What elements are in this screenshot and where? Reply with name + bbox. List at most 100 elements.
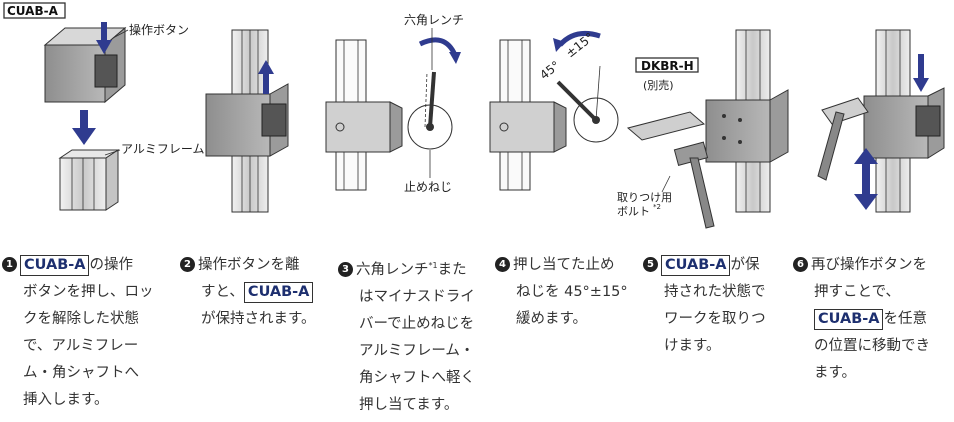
angle-label-a: 45° <box>537 58 562 82</box>
step-text: ワークを取りつ <box>664 311 766 327</box>
step-text: 押すことで、 <box>814 284 900 300</box>
step-text: また <box>437 261 467 278</box>
step-text: 六角レンチ <box>356 261 429 278</box>
procedure-illustrations: CUAB-A 操作ボタン アルミフレーム <box>3 2 945 229</box>
step-line: 緩めます。 <box>495 306 628 333</box>
release-arrow <box>258 60 274 74</box>
step-line: 押し当てます。 <box>338 392 475 419</box>
step-line: ボタンを押し、ロッ <box>2 279 154 306</box>
step-number-badge: 6 <box>793 257 808 272</box>
mount-bolt-label-2: ボルト <box>617 205 650 218</box>
accessory-note: (別売) <box>643 79 674 92</box>
move-arrow-up <box>854 148 878 164</box>
step-line: ます。 <box>793 360 930 387</box>
step-line: クを解除した状態 <box>2 306 154 333</box>
step-text: が保持されます。 <box>201 311 316 327</box>
rotate-arrow <box>418 37 458 57</box>
step-text: で、アルミフレー <box>23 338 139 354</box>
panel-3-set-screw: 六角レンチ 止めねじ <box>325 13 464 194</box>
model-label: CUAB-A <box>7 4 59 18</box>
push-arrow <box>913 78 929 92</box>
step-text: 押し当てた止め <box>513 257 615 273</box>
step-text: の位置に移動でき <box>814 338 930 354</box>
step-text: 操作ボタンを離 <box>198 257 300 273</box>
operation-button <box>261 103 287 137</box>
model-name-box: CUAB-A <box>661 255 731 276</box>
step-text: 緩めます。 <box>516 311 588 327</box>
insert-arrow <box>72 128 96 145</box>
model-name-box: CUAB-A <box>20 255 90 276</box>
step-text: の操作 <box>89 257 133 273</box>
step-number-badge: 3 <box>338 261 353 277</box>
step-line: の位置に移動でき <box>793 333 930 360</box>
step-text: を任意 <box>883 311 927 327</box>
step-line: ねじを 45°±15° <box>495 279 628 306</box>
step-text: ボタンを押し、ロッ <box>23 284 154 300</box>
step-line: ム・角シャフトへ <box>2 360 154 387</box>
step-line: ワークを取りつ <box>643 306 766 333</box>
push-arrow <box>96 40 112 54</box>
step-text: ム・角シャフトへ <box>23 365 139 381</box>
accessory-label-box <box>635 57 699 73</box>
step-line: すと、CUAB-A <box>180 279 316 306</box>
panel-2-hold <box>205 29 289 213</box>
panel-1-insert: CUAB-A 操作ボタン アルミフレーム <box>3 2 205 211</box>
step-text: 押し当てます。 <box>359 396 459 413</box>
step-text: が保 <box>730 257 760 273</box>
operation-button-label: 操作ボタン <box>129 22 189 37</box>
clamp-body <box>705 99 771 163</box>
bracket <box>821 97 869 125</box>
clamp-body <box>489 101 555 153</box>
step-text: クを解除した状態 <box>23 311 139 327</box>
mount-bolt-label-1: 取りつけ用 <box>617 191 672 204</box>
step-line: 角シャフトへ軽く <box>338 365 475 392</box>
step-text: すと、 <box>201 284 244 300</box>
step-line: が保持されます。 <box>180 306 316 333</box>
step-text: はマイナスドライ <box>359 288 475 305</box>
clamp-body <box>205 93 271 157</box>
panel-5-mount-work: DKBR-H (別売) 取りつけ用 ボルト *2 <box>617 29 789 229</box>
step-number-badge: 1 <box>2 257 17 272</box>
step-line: バーで止めねじを <box>338 311 475 338</box>
bracket <box>626 111 706 141</box>
step-number-badge: 2 <box>180 257 195 272</box>
step-line: 持された状態で <box>643 279 766 306</box>
step-line: 挿入します。 <box>2 387 154 414</box>
set-screw-label: 止めねじ <box>404 180 452 194</box>
lever <box>817 111 845 181</box>
step-text: 角シャフトへ軽く <box>359 369 475 386</box>
step-line: で、アルミフレー <box>2 333 154 360</box>
step-text: アルミフレーム・ <box>359 342 475 359</box>
step-line: アルミフレーム・ <box>338 338 475 365</box>
step-number-badge: 4 <box>495 257 510 272</box>
footnote-ref: *1 <box>428 261 438 270</box>
step-text: けます。 <box>664 338 721 354</box>
panel-4-loosen: 45° ±15° <box>489 30 619 191</box>
model-name-box: CUAB-A <box>814 309 884 330</box>
step-line: けます。 <box>643 333 766 360</box>
move-arrow-down <box>854 194 878 210</box>
aluminum-frame-label: アルミフレーム <box>121 142 205 156</box>
model-name-box: CUAB-A <box>243 282 314 303</box>
operation-button <box>915 105 941 137</box>
step-line: はマイナスドライ <box>338 284 475 311</box>
step-number-badge: 5 <box>643 257 658 272</box>
model-label-box <box>3 2 66 19</box>
accessory-label: DKBR-H <box>641 59 694 73</box>
step-text: 再び操作ボタンを <box>811 257 927 273</box>
panel-6-move <box>817 29 945 213</box>
step-text: 挿入します。 <box>23 392 109 408</box>
